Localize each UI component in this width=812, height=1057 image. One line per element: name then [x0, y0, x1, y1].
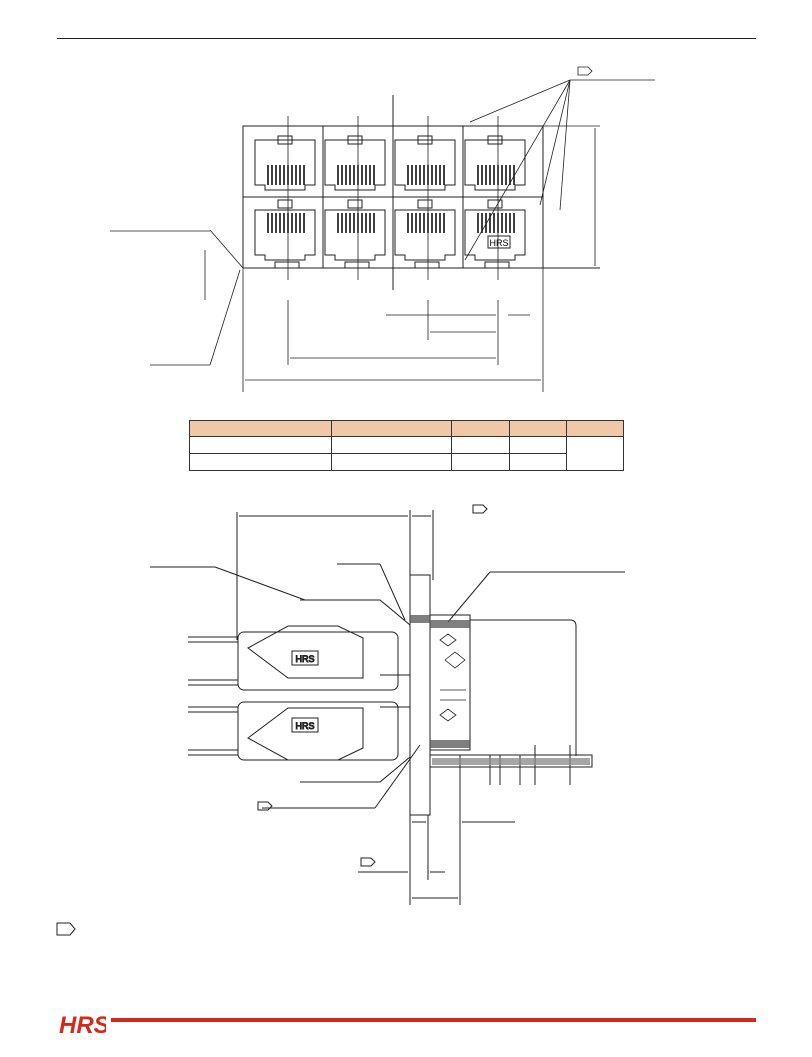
table-header-cell — [565, 420, 625, 437]
table-cell — [451, 453, 510, 471]
front-panel-mark: HRS — [489, 238, 508, 248]
hrs-logo: HRS — [59, 1012, 106, 1038]
table-header-row — [188, 420, 625, 437]
table-cell — [188, 436, 333, 454]
table-header-cell — [331, 420, 453, 437]
table-header-cell — [451, 420, 510, 437]
side-view-drawing: HRS HRS — [150, 504, 625, 905]
front-view-drawing: HRS — [110, 66, 655, 392]
table-cell — [565, 436, 625, 471]
spec-table — [188, 420, 625, 471]
table-cell — [188, 453, 333, 471]
table-row — [188, 453, 624, 471]
table-cell — [451, 436, 510, 454]
table-cell — [331, 436, 453, 454]
table-header-cell — [508, 420, 567, 437]
footer-rule — [111, 1018, 756, 1022]
hrs-logo-text: HRS — [59, 1012, 106, 1038]
table-row — [188, 436, 625, 471]
header-rule — [57, 38, 756, 39]
note-flag-icon — [56, 922, 76, 936]
lower-plug-mark: HRS — [295, 721, 314, 731]
table-cell — [508, 436, 567, 454]
table-cell — [331, 453, 453, 471]
table-cell — [508, 453, 567, 471]
upper-plug-mark: HRS — [295, 654, 314, 664]
table-header-cell — [188, 420, 333, 437]
